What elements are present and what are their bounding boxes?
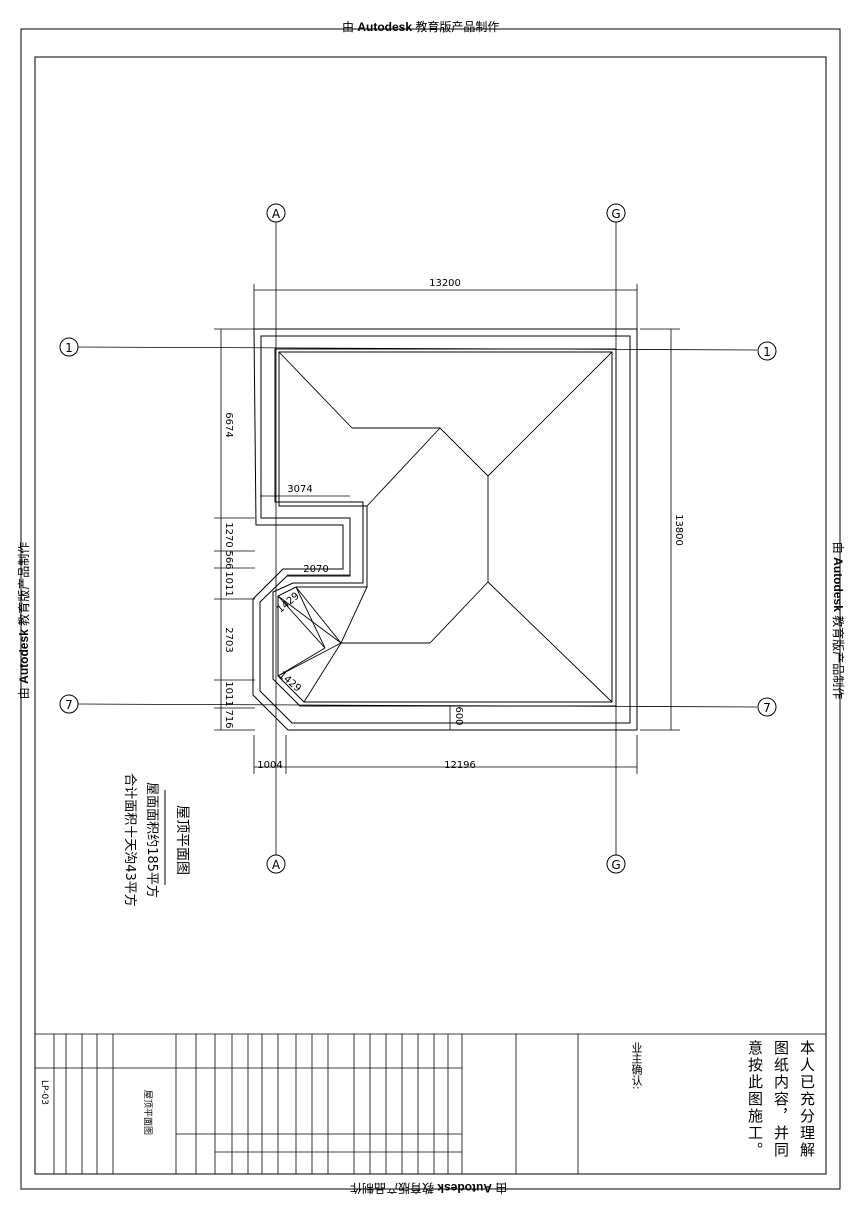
- drawing-number: LP-03: [39, 1080, 49, 1105]
- dim-6674: 6674: [223, 412, 234, 437]
- dim-1429a: 1429: [275, 591, 302, 616]
- svg-text:7: 7: [65, 698, 73, 712]
- title-block-drawing-name: 屋顶平面图: [142, 1090, 153, 1135]
- dim-2703: 2703: [223, 627, 234, 652]
- grid-lines: [77, 222, 758, 855]
- svg-text:1: 1: [763, 345, 771, 359]
- grid-bubble-7-right: 7: [757, 697, 777, 717]
- outer-border: [20, 28, 841, 1190]
- grid-bubble-g-bottom: G: [606, 854, 626, 874]
- svg-text:A: A: [272, 858, 281, 872]
- dim-1011a: 1011: [223, 571, 234, 596]
- svg-text:1: 1: [65, 341, 73, 355]
- grid-bubble-7-left: 7: [59, 694, 79, 714]
- dim-1004: 1004: [257, 760, 282, 771]
- grid-bubble-a-bottom: A: [266, 854, 286, 874]
- roof-ridges: [277, 351, 613, 703]
- svg-text:A: A: [272, 207, 281, 221]
- title-block-text: LP-03 屋顶平面图: [39, 1080, 153, 1135]
- dim-overall-height: 13800: [673, 514, 684, 546]
- grid-bubble-a-top: A: [266, 203, 286, 223]
- drawing-title-block: 屋顶平面图 屋面面积约185平方 合计面积十天沟43平方: [122, 773, 190, 907]
- grid-bubble-1-right: 1: [757, 341, 777, 361]
- dim-1011b: 1011: [223, 681, 234, 706]
- grid-bubble-g-top: G: [606, 203, 626, 223]
- note-area: 屋面面积约185平方: [144, 782, 160, 898]
- inner-border: [34, 56, 827, 1175]
- dim-2070: 2070: [303, 564, 328, 575]
- dim-12196: 12196: [444, 760, 476, 771]
- dim-600: 600: [453, 706, 464, 725]
- dim-566: 566: [223, 550, 234, 569]
- dim-716: 716: [223, 709, 234, 728]
- dim-1270: 1270: [223, 522, 234, 547]
- dimension-lines: [214, 284, 680, 774]
- svg-text:G: G: [611, 207, 620, 221]
- dim-overall-width: 13200: [429, 278, 461, 289]
- title-block: [35, 1033, 826, 1174]
- grid-bubble-1-left: 1: [59, 337, 79, 357]
- svg-text:G: G: [611, 858, 620, 872]
- dim-1429b: 1429: [276, 670, 303, 695]
- svg-text:7: 7: [763, 701, 771, 715]
- watermark-top: 由 Autodesk 教育版产品制作: [342, 20, 500, 34]
- owner-sign-label: 业主确认:: [630, 1042, 643, 1090]
- dim-3074: 3074: [287, 484, 312, 495]
- drawing-title: 屋顶平面图: [174, 805, 190, 875]
- note-total: 合计面积十天沟43平方: [122, 773, 138, 907]
- dimension-texts: 13200 13800 6674 1270 566 1011 2703 1011…: [223, 278, 684, 771]
- owner-confirmation: 本人已充分理解图纸内容，并同意按此图施工。: [746, 1040, 816, 1159]
